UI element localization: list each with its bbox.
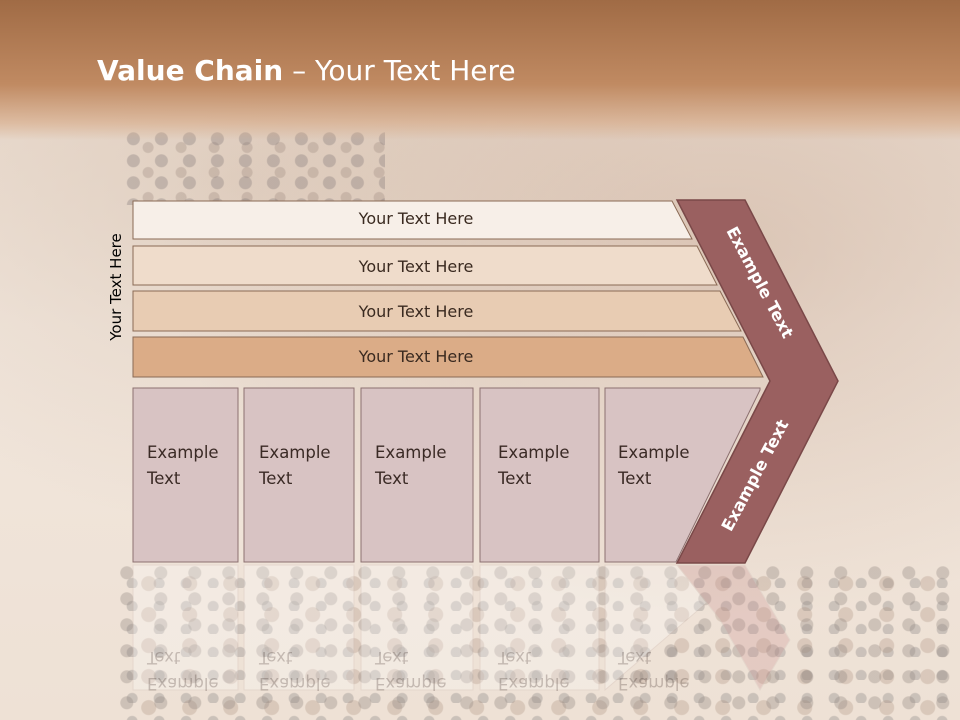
row-label-2: Your Text Here <box>358 257 474 276</box>
title-bold: Value Chain <box>97 54 284 87</box>
title-rest: – Your Text Here <box>283 54 516 87</box>
activity-box-4 <box>479 387 600 563</box>
reflection-label: Text <box>258 648 293 667</box>
chevron-arrow <box>675 199 839 564</box>
activity-box-3 <box>360 387 474 563</box>
row-label-3: Your Text Here <box>358 302 474 321</box>
box-4-line2: Text <box>497 469 532 488</box>
activity-box-2 <box>243 387 355 563</box>
row-shape-1 <box>132 200 693 240</box>
row-shape-2 <box>132 245 718 286</box>
row-label-1: Your Text Here <box>358 209 474 228</box>
box-2-line2: Text <box>258 469 293 488</box>
box-5-line2: Text <box>617 469 652 488</box>
reflection-label: Text <box>374 648 409 667</box>
activity-box-1 <box>132 387 239 563</box>
reflection-label: Example <box>147 674 219 693</box>
box-1-line2: Text <box>146 469 181 488</box>
reflection-label: Text <box>497 648 532 667</box>
row-stack: Your Text Here Your Text Here Your Text … <box>132 200 764 378</box>
reflection-label: Text <box>617 648 652 667</box>
reflection <box>132 564 791 692</box>
box-3-line1: Example <box>375 443 447 462</box>
row-label-4: Your Text Here <box>358 347 474 366</box>
title-bar <box>0 0 960 140</box>
pebble-wall <box>125 130 385 205</box>
pebble-floor <box>120 565 960 720</box>
box-1-line1: Example <box>147 443 219 462</box>
box-3-line2: Text <box>374 469 409 488</box>
box-4-line1: Example <box>498 443 570 462</box>
reflection-label: Example <box>618 674 690 693</box>
activity-boxes: Example Text Example Text Example Text E… <box>132 387 761 563</box>
reflection-label: Example <box>375 674 447 693</box>
reflection-text: Text Example Text Example Text Example T… <box>146 648 690 693</box>
row-shape-4 <box>132 336 764 378</box>
reflection-label: Example <box>498 674 570 693</box>
box-5-line1: Example <box>618 443 690 462</box>
activity-box-5 <box>604 387 761 563</box>
row-shape-3 <box>132 290 742 332</box>
reflection-label: Example <box>259 674 331 693</box>
slide-title: Value Chain – Your Text Here <box>97 54 516 87</box>
box-2-line1: Example <box>259 443 331 462</box>
reflection-label: Text <box>146 648 181 667</box>
